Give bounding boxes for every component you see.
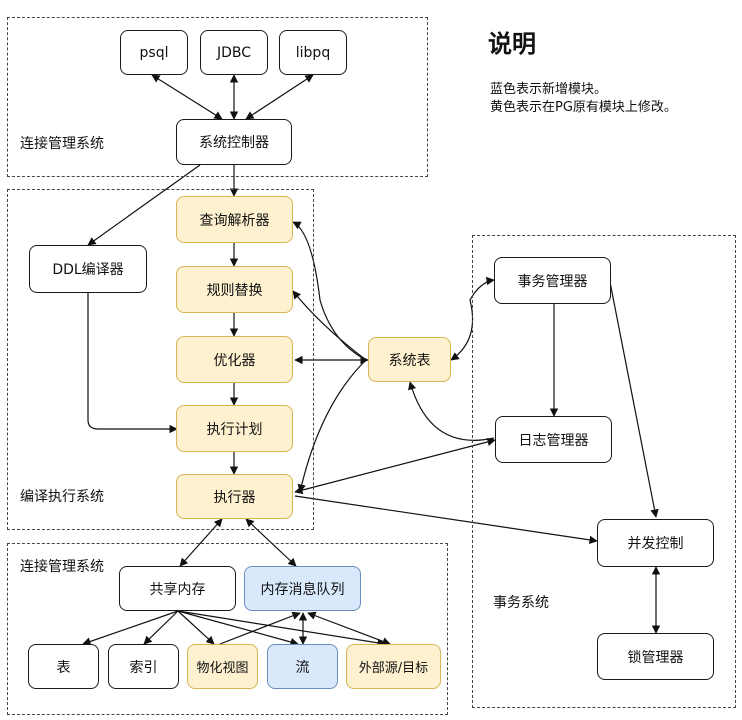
edge-external-mq: [307, 611, 391, 646]
node-libpq: libpq: [279, 30, 347, 75]
node-concurrency-control: 并发控制: [597, 519, 714, 567]
edge-executor-concurrency: [294, 495, 598, 545]
edge-shm-table: [82, 610, 179, 646]
edge-catalog-rewrite: [292, 290, 367, 361]
node-psql: psql: [120, 30, 188, 75]
node-query-parser: 查询解析器: [176, 196, 293, 243]
node-ddl-compiler: DDL编译器: [29, 245, 147, 293]
edge-shm-mview: [177, 610, 215, 645]
legend-title: 说明: [488, 30, 536, 58]
group-label-connection-bottom: 连接管理系统: [20, 559, 104, 575]
legend-line-blue: 蓝色表示新增模块。: [490, 82, 608, 97]
edge-catalog-parser: [292, 221, 367, 361]
node-optimizer: 优化器: [176, 336, 293, 383]
node-materialized-view: 物化视图: [187, 644, 258, 689]
group-connection-bottom: [7, 543, 448, 715]
edge-ddl-plan: [87, 293, 178, 434]
edge-txnmgr-concurrency: [609, 281, 659, 518]
node-shared-memory: 共享内存: [119, 566, 236, 611]
edge-psql-sysctl: [151, 74, 223, 120]
node-rule-rewrite: 规则替换: [176, 266, 293, 313]
node-executor: 执行器: [176, 474, 293, 519]
node-stream: 流: [267, 644, 338, 689]
edge-catalog-txnmgr: [450, 276, 495, 361]
node-external-source-target: 外部源/目标: [346, 644, 441, 689]
node-memory-message-queue: 内存消息队列: [244, 566, 361, 611]
node-jdbc: JDBC: [200, 30, 268, 75]
edge-shm-index: [143, 610, 179, 645]
group-transaction: [472, 235, 736, 708]
node-table: 表: [28, 644, 99, 689]
group-label-compile-exec: 编译执行系统: [20, 489, 104, 505]
node-transaction-manager: 事务管理器: [494, 257, 611, 304]
edge-executor-shm: [179, 518, 223, 567]
group-label-connection-top: 连接管理系统: [20, 136, 104, 152]
node-lock-manager: 锁管理器: [597, 633, 714, 680]
edge-sysctl-ddl: [87, 164, 201, 246]
edge-logmgr-executor: [294, 437, 496, 495]
group-compile-exec: [7, 189, 314, 530]
node-log-manager: 日志管理器: [495, 416, 612, 463]
node-system-controller: 系统控制器: [176, 119, 292, 165]
group-connection-top: [7, 17, 428, 177]
edge-shm-stream: [177, 610, 299, 647]
edge-executor-mq: [245, 518, 297, 567]
legend-line-yellow: 黄色表示在PG原有模块上修改。: [490, 100, 677, 115]
node-exec-plan: 执行计划: [176, 405, 293, 452]
edge-mview-mq: [219, 611, 301, 645]
node-index: 索引: [108, 644, 179, 689]
group-label-transaction: 事务系统: [493, 595, 549, 611]
node-system-catalog: 系统表: [368, 337, 451, 382]
edge-libpq-sysctl: [245, 74, 314, 120]
